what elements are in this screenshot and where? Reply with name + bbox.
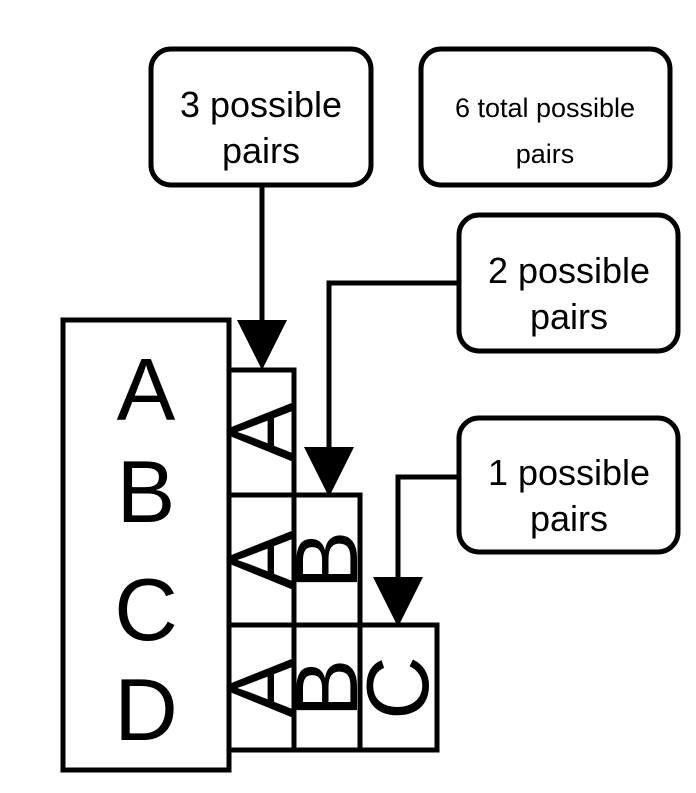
arrow-two-to-column-b [304,280,459,497]
callout-three-line2: pairs [222,130,300,171]
callout-total-pairs: 6 total possible pairs [418,46,673,188]
items-box: A B C D [60,317,232,773]
item-b: B [117,442,176,541]
item-d: D [114,660,178,759]
pair-column-c: C [348,622,447,753]
callout-one-line1: 1 possible [488,452,650,493]
callout-three-line1: 3 possible [180,84,342,125]
callout-total-line1: 6 total possible [455,93,635,123]
callout-one-line2: pairs [530,498,608,539]
callout-one-pairs: 1 possible pairs [456,415,681,555]
item-c: C [114,560,178,659]
callout-two-line1: 2 possible [488,250,650,291]
pair-a-1: A [212,402,311,461]
pair-b-1: B [277,531,376,590]
arrow-one-to-column-c [373,474,459,627]
callout-three-pairs: 3 possible pairs [148,46,374,188]
pair-column-b: B B [277,492,376,753]
pair-c-1: C [348,656,447,720]
callout-two-line2: pairs [530,296,608,337]
item-a: A [117,340,176,439]
callout-total-line2: pairs [516,139,575,169]
callout-two-pairs: 2 possible pairs [456,212,681,354]
